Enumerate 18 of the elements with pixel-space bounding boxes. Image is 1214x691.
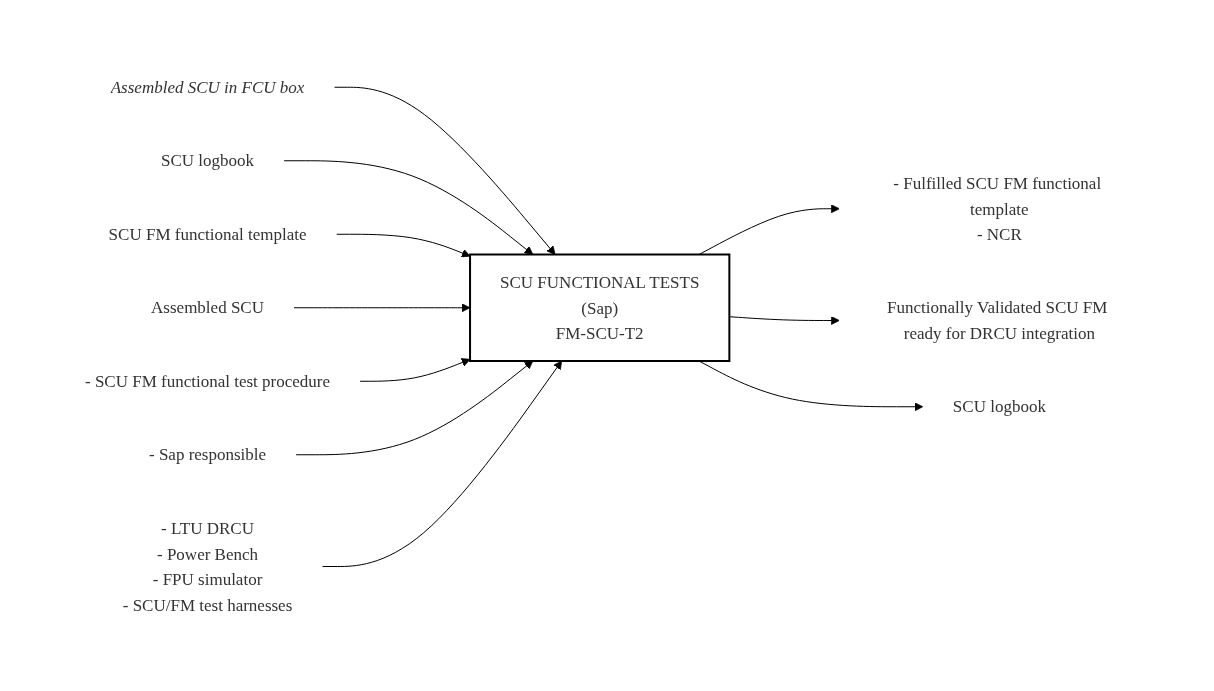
node-text: SCU FM functional template [108, 224, 307, 243]
node-text: - Sap responsible [148, 444, 266, 464]
arrow [321, 360, 562, 567]
node-text: Functionally Validated SCU FM ready for DRCU integration [886, 297, 1108, 342]
arrow [283, 159, 533, 255]
arrow [359, 357, 471, 382]
node-text: Assembled SCU [150, 297, 264, 317]
node-text: - Fulfilled SCU FM functional template - NCR [893, 173, 1101, 243]
arrow [295, 360, 533, 455]
arrow [335, 233, 471, 257]
node-text: SCU logbook [952, 396, 1046, 416]
arrow [698, 203, 840, 255]
node-text: SCU logbook [160, 150, 254, 170]
arrow [333, 86, 556, 255]
node-text: - LTU DRCU - Power Bench - FPU simulator - SCU/FM test harnesses [122, 518, 293, 614]
node-box: SCU FUNCTIONAL TESTS (Sap) FM-SCU-T2 [468, 253, 731, 362]
node-text: - SCU FM functional test procedure [84, 371, 330, 390]
arrow [698, 360, 924, 411]
